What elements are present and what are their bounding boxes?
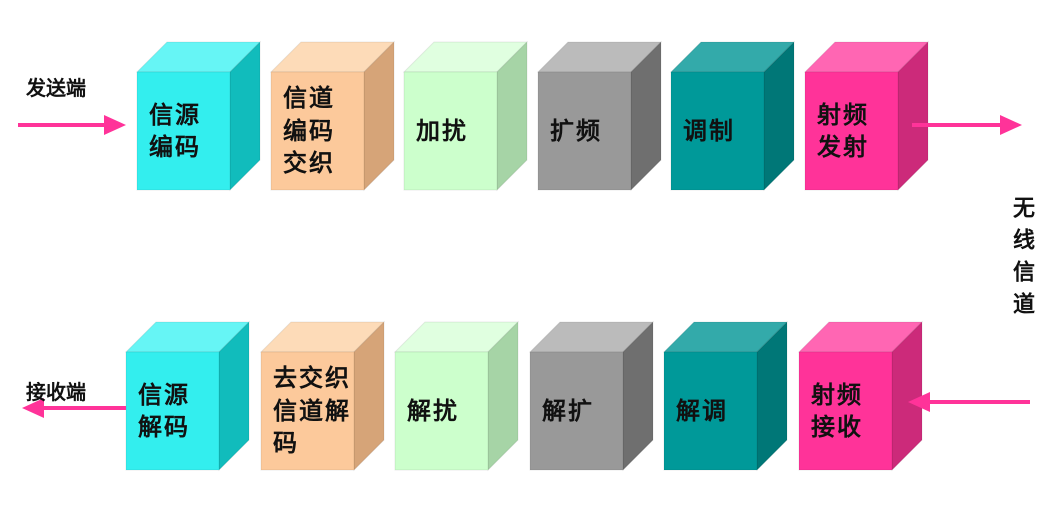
bottom-block-3-label: 解扰	[407, 395, 459, 425]
top-block-3-label: 加扰	[416, 115, 468, 145]
top-block-4-front-face	[537, 71, 632, 191]
bottom-block-4-label: 解扩	[542, 395, 594, 425]
bottom-block-1-label: 信源 解码	[138, 379, 190, 441]
top-block-5-front-face	[670, 71, 765, 191]
bottom-block-6-label: 射频 接收	[811, 379, 863, 441]
bottom-block-2-label: 去交织 信道解 码	[273, 363, 351, 458]
exit-arrow-head	[22, 398, 44, 418]
wireless-channel-label: 无线信道	[1009, 196, 1035, 324]
top-block-6-front-face	[804, 71, 899, 191]
top-block-4-label: 扩频	[550, 115, 602, 145]
top-block-1-front-face	[136, 71, 231, 191]
bottom-block-4-front-face	[529, 351, 624, 471]
sender-label: 发送端	[26, 76, 86, 100]
bottom-block-1-front-face	[125, 351, 220, 471]
top-block-6-label: 射频 发射	[817, 99, 869, 161]
top-block-2-label: 信道 编码 交织	[283, 83, 335, 178]
bottom-block-3-front-face	[394, 351, 489, 471]
receiver-label: 接收端	[26, 380, 86, 404]
top-block-1-label: 信源 编码	[149, 99, 201, 161]
top-block-5-label: 调制	[683, 115, 735, 145]
top-block-3-front-face	[403, 71, 498, 191]
bottom-block-5-front-face	[663, 351, 758, 471]
bottom-block-6-front-face	[798, 351, 893, 471]
top-block-2-front-face	[270, 71, 365, 191]
output-arrow-head	[1000, 115, 1022, 135]
bottom-block-2-front-face	[260, 351, 355, 471]
receive-arrow-head	[908, 392, 930, 412]
input-arrow-head	[104, 115, 126, 135]
bottom-block-5-label: 解调	[676, 395, 728, 425]
